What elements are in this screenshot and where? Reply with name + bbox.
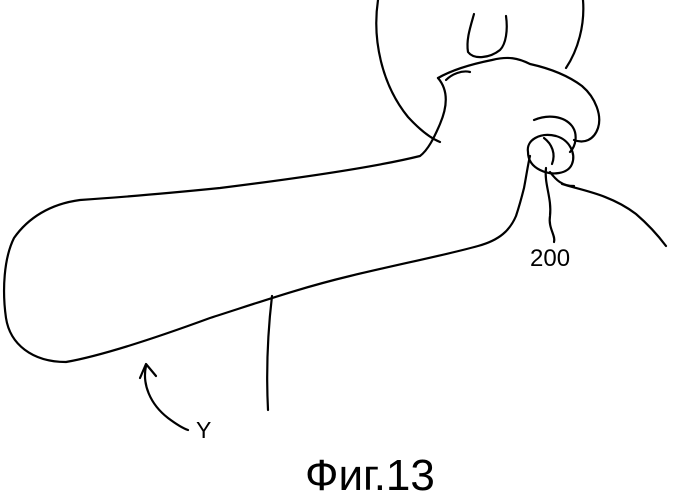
head-outline <box>376 0 440 142</box>
leader-line-200 <box>546 168 555 242</box>
device-200 <box>528 135 573 173</box>
shoulder-back <box>562 184 666 246</box>
rotation-label-y: Y <box>196 417 211 443</box>
figure-caption: Фиг.13 <box>305 451 435 500</box>
hand-fist <box>438 58 599 142</box>
reference-label-200: 200 <box>530 245 570 272</box>
device-200-rim <box>544 138 554 164</box>
rotation-arrowhead <box>140 364 156 378</box>
torso-line <box>267 296 272 410</box>
arm-upper-edge <box>4 78 530 362</box>
nose <box>467 14 506 57</box>
head-outline-right <box>566 0 583 68</box>
rotation-arrow <box>145 366 188 430</box>
